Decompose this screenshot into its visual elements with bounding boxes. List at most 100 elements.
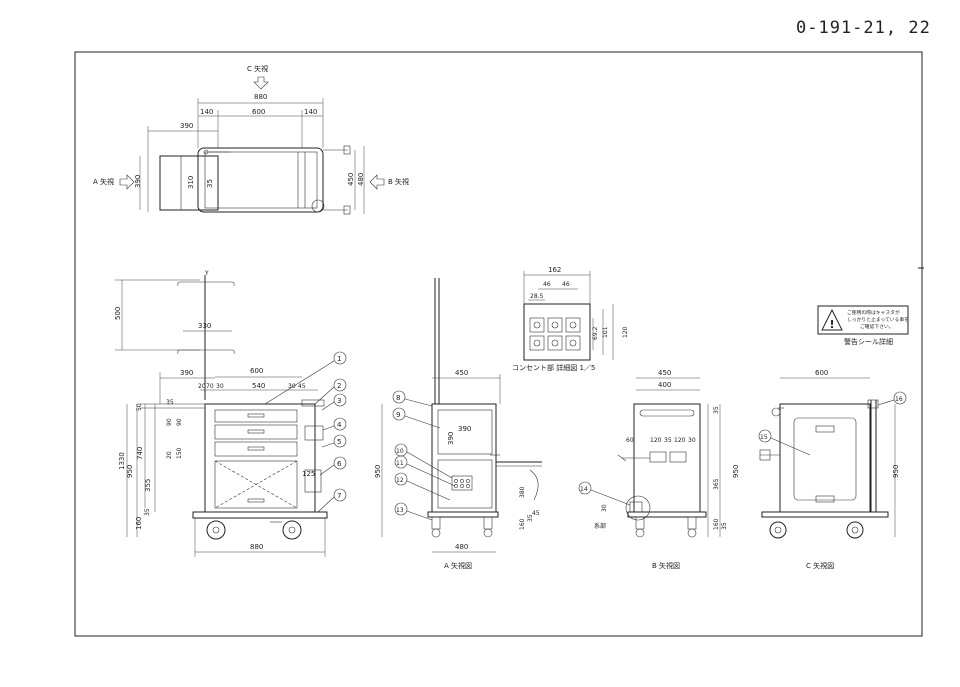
outlet-dim-69-2: 69.2: [592, 326, 599, 340]
callout-12: 12: [396, 477, 404, 484]
caption-a-view: A 矢視図: [444, 561, 472, 570]
front-dim-30a: 30: [216, 383, 224, 390]
top-dim-450: 450: [347, 173, 355, 186]
front-dim-390: 390: [180, 369, 193, 377]
svg-text:!: !: [830, 318, 835, 331]
top-view: C 矢視 880 140 600 140 390: [93, 64, 409, 215]
arrow-c-icon: [253, 76, 269, 90]
arrow-b-icon: [369, 174, 385, 190]
callout-9: 9: [396, 411, 400, 419]
a-dim-160: 160: [519, 518, 526, 530]
outlet-detail: 162 46 46 28.5 69.2 101 120 コンセント部 詳細図 1…: [512, 266, 629, 372]
caption-outlet-detail: コンセント部 詳細図 1／5: [512, 363, 595, 372]
callout-16: 16: [895, 396, 903, 403]
c-dim-950: 950: [892, 465, 900, 478]
side-view-c: 600 950 15 16 C 矢視図: [758, 369, 907, 570]
front-dim-880: 880: [250, 543, 263, 551]
arrow-a-label: A 矢視: [93, 177, 114, 186]
front-dim-35b: 35: [144, 508, 151, 516]
c-dim-600: 600: [815, 369, 828, 377]
callout-7: 7: [337, 492, 341, 500]
front-dim-330: 330: [198, 322, 211, 330]
callout-6: 6: [337, 460, 342, 468]
top-dim-390: 390: [180, 122, 193, 130]
drawing-border: [74, 51, 923, 637]
top-dim-310: 310: [187, 176, 195, 189]
caption-c-view: C 矢視図: [806, 561, 834, 570]
top-dim-140b: 140: [304, 108, 317, 116]
b-dim-120a: 120: [650, 437, 662, 444]
outlet-dim-28-5: 28.5: [530, 293, 544, 300]
callout-3: 3: [337, 397, 341, 405]
b-dim-60: 60: [626, 437, 634, 444]
callout-10: 10: [396, 448, 404, 455]
a-dim-950: 950: [374, 465, 382, 478]
top-dim-880: 880: [254, 93, 267, 101]
b-dim-400: 400: [658, 381, 671, 389]
callout-2: 2: [337, 382, 341, 390]
front-dim-355: 355: [144, 479, 152, 492]
front-dim-1330: 1330: [118, 452, 126, 470]
b-dim-450: 450: [658, 369, 671, 377]
callout-4: 4: [337, 421, 342, 429]
a-dim-380: 380: [519, 486, 526, 498]
a-dim-390a: 390: [458, 425, 471, 433]
outlet-dim-46b: 46: [562, 281, 570, 288]
front-dim-540: 540: [252, 382, 265, 390]
front-dim-740: 740: [136, 447, 144, 460]
svg-text:Y: Y: [204, 270, 209, 277]
side-view-b: 450 400 120 35 120 30 60 365 950 1: [578, 369, 740, 570]
arrow-c-label: C 矢視: [247, 64, 268, 73]
front-dim-50: 50: [136, 403, 143, 411]
top-dim-140a: 140: [200, 108, 213, 116]
a-dim-35: 35: [527, 514, 534, 522]
caption-warning-detail: 警告シール詳細: [844, 337, 893, 346]
side-view-a: 450 390 390 950 480 160: [374, 278, 542, 570]
a-dim-480: 480: [455, 543, 468, 551]
top-dim-390-vert: 390: [134, 175, 142, 188]
front-dim-90a: 90: [166, 418, 173, 426]
front-dim-950: 950: [126, 465, 134, 478]
callout-1: 1: [337, 355, 341, 363]
a-dim-45: 45: [532, 510, 540, 517]
b-dim-365: 365: [713, 478, 720, 490]
front-view: Y 500 330 600 390 20 70 30 540 30 45: [114, 270, 347, 557]
outlet-dim-101: 101: [602, 326, 609, 338]
b-dim-30: 30: [688, 437, 696, 444]
callout-8: 8: [396, 394, 400, 402]
b-dim-35a: 35: [664, 437, 672, 444]
a-dim-390b: 390: [447, 432, 455, 445]
b-dim-950: 950: [732, 465, 740, 478]
b-dim-120b: 120: [674, 437, 686, 444]
front-dim-160: 160: [135, 517, 143, 530]
front-dim-500: 500: [114, 307, 122, 320]
b-dim-160: 160: [713, 518, 720, 530]
callout-14: 14: [580, 486, 588, 493]
callout-15: 15: [760, 434, 768, 441]
warning-label: ! ご使用の際はキャスタが しっかりと止まっている事を ご確認下さい。 警告シー…: [817, 305, 909, 346]
b-dim-30b: 30: [601, 504, 608, 512]
a-dim-450: 450: [455, 369, 468, 377]
front-dim-20b: 20: [166, 451, 173, 459]
front-callouts: 1 2 3 4 5 6 7: [264, 351, 347, 513]
front-dim-20: 20: [198, 383, 206, 390]
top-dim-480: 480: [357, 173, 365, 186]
top-dim-35: 35: [206, 179, 214, 188]
front-dim-70: 70: [206, 383, 214, 390]
front-dim-35a: 35: [166, 399, 174, 406]
arrow-b-label: B 矢視: [388, 177, 409, 186]
warning-triangle-icon: [821, 308, 843, 331]
front-dim-150: 150: [176, 447, 183, 459]
front-dim-30b: 30: [288, 383, 296, 390]
warning-line2: しっかりと止まっている事を: [847, 316, 909, 323]
caption-b-view: B 矢視図: [652, 561, 680, 570]
front-dim-90b: 90: [176, 418, 183, 426]
arrow-a-icon: [119, 174, 135, 190]
outlet-dim-120: 120: [622, 326, 629, 338]
warning-line3: ご確認下さい。: [860, 323, 894, 330]
callout-11: 11: [396, 460, 404, 467]
callout-5: 5: [337, 438, 341, 446]
b-dim-35c: 35: [713, 406, 720, 414]
